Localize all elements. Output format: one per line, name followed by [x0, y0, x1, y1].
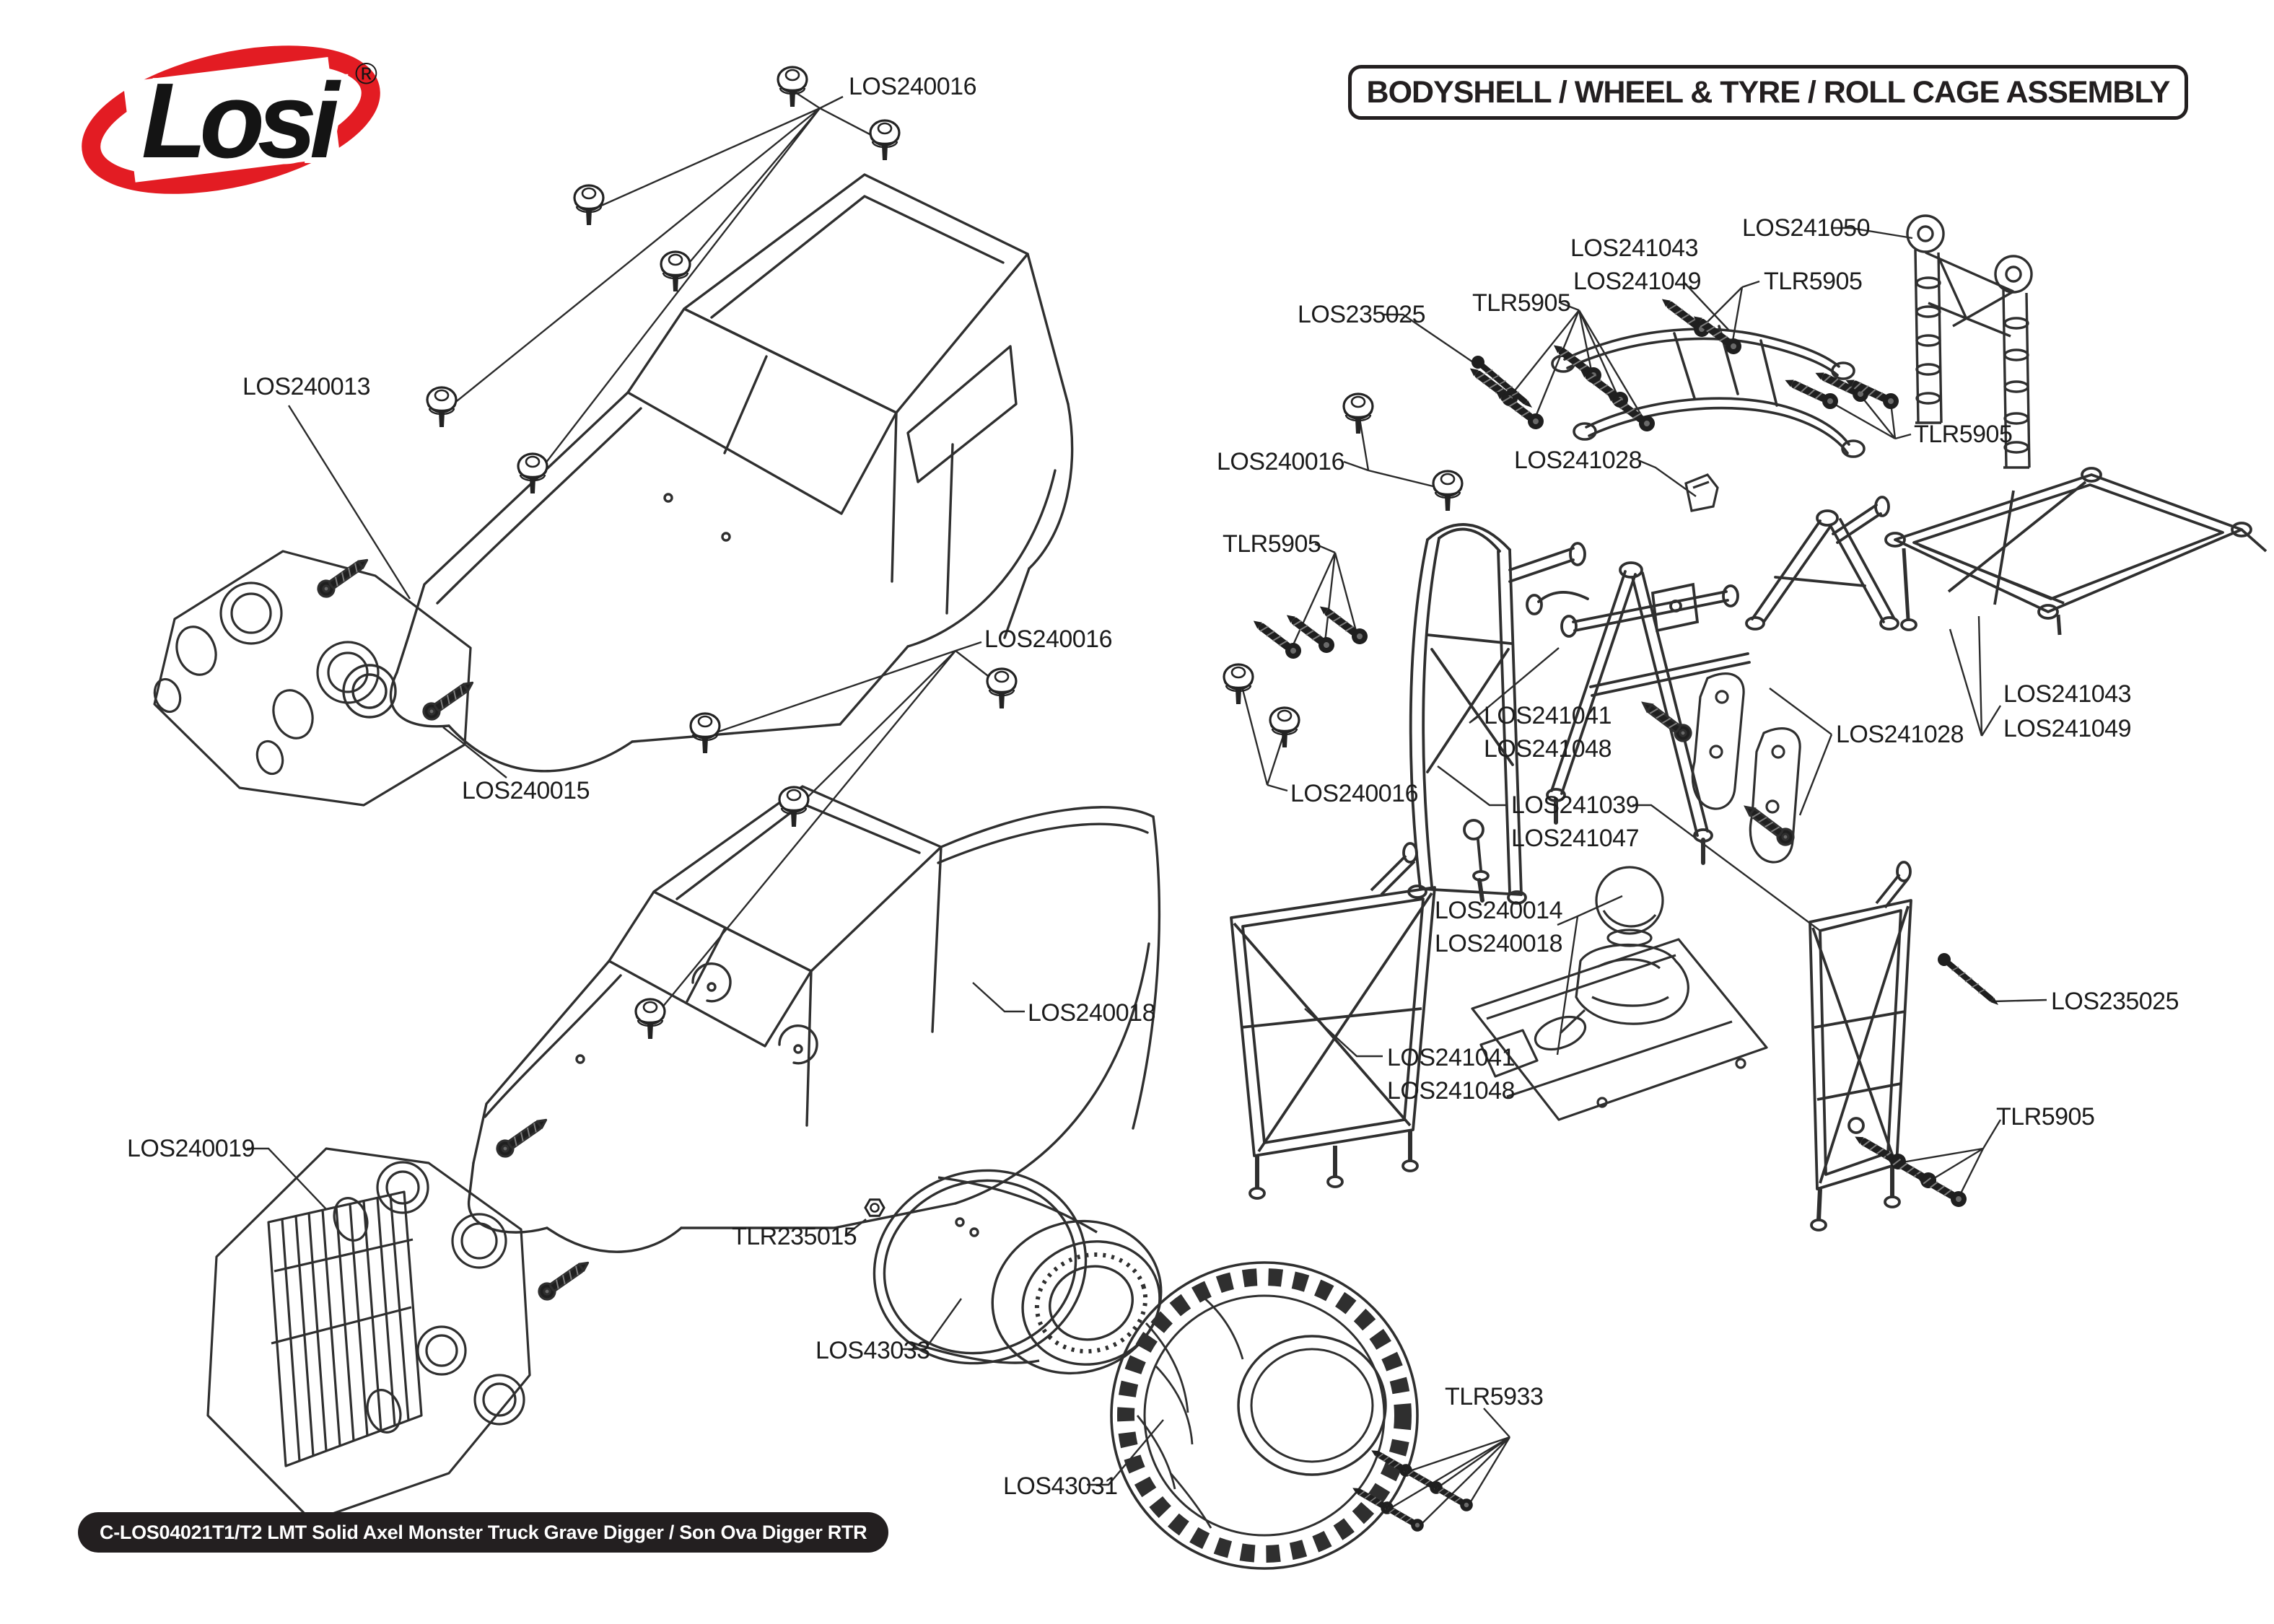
registered-mark: ® [355, 56, 377, 90]
part-label: LOS240013 [242, 373, 371, 400]
part-label: LOS235025 [2051, 988, 2179, 1015]
part-label: TLR235015 [732, 1223, 857, 1250]
part-label: LOS240015 [462, 777, 590, 804]
part-label: LOS241047 [1511, 825, 1640, 852]
rear-cage-left [1230, 842, 1436, 1200]
part-label: LOS241028 [1514, 447, 1643, 474]
bodyshell-cab-drawing [342, 173, 1074, 773]
part-label: LOS241049 [1573, 268, 1702, 295]
part-label: LOS241048 [1387, 1077, 1516, 1105]
part-label: LOS240016 [984, 626, 1113, 653]
part-label: LOS241039 [1511, 791, 1640, 819]
light-pod-plate-front [153, 550, 478, 807]
part-label: LOS241048 [1484, 735, 1612, 763]
leader-lines [247, 91, 2047, 1527]
part-label: LOS235025 [1298, 301, 1426, 328]
mount-brackets [1637, 672, 1801, 864]
part-label: LOS241041 [1484, 702, 1612, 729]
light-pod-plate-grille [206, 1112, 594, 1522]
roll-bar-stand [1526, 561, 1751, 865]
mount-clip-part [1684, 473, 1719, 512]
part-label: LOS43031 [1003, 1472, 1118, 1500]
kit-id-footer: C-LOS04021T1/T2 LMT Solid Axel Monster T… [78, 1512, 889, 1553]
part-label: TLR5905 [1223, 530, 1321, 558]
part-label: TLR5905 [1914, 421, 2013, 448]
part-label: LOS240018 [1435, 930, 1563, 957]
part-label: LOS241028 [1836, 721, 1964, 748]
rect-cage-screws [1780, 364, 1902, 413]
part-label: LOS240019 [127, 1135, 255, 1162]
part-label: LOS241041 [1387, 1044, 1516, 1071]
part-label: LOS241050 [1742, 214, 1871, 242]
part-label: TLR5905 [1472, 289, 1571, 317]
part-label: LOS241043 [2003, 680, 2132, 708]
part-label: LOS43033 [815, 1337, 930, 1364]
bodyshell-2-drawing [467, 785, 1160, 1253]
page-title: BODYSHELL / WHEEL & TYRE / ROLL CAGE ASS… [1348, 65, 2188, 120]
part-label: TLR5905 [1996, 1103, 2095, 1131]
tire-drawing [1110, 1261, 1419, 1570]
driver-cockpit [1471, 866, 1768, 1121]
a-frame-cage [1745, 496, 1899, 631]
part-label: LOS240016 [849, 73, 977, 100]
wheel-drawing [864, 1169, 1163, 1375]
part-label: LOS241043 [1570, 234, 1699, 262]
part-label: LOS240018 [1028, 999, 1156, 1027]
part-label: TLR5933 [1445, 1383, 1544, 1410]
part-label: TLR5905 [1764, 268, 1863, 295]
losi-logo-text: Losi [141, 61, 341, 180]
rear-cage-right [1809, 861, 1912, 1232]
part-label: LOS241049 [2003, 715, 2132, 742]
wheel-nut-drawing [864, 1198, 885, 1218]
front-cage [1407, 523, 1586, 905]
body-clips-1 [426, 66, 901, 495]
part-label: LOS240016 [1217, 448, 1345, 475]
part-label: LOS240014 [1435, 897, 1563, 924]
part-label: LOS240016 [1290, 780, 1419, 807]
body-mount-posts [1906, 214, 2033, 469]
losi-logo: Losi ® [82, 45, 380, 194]
rect-cage [1884, 467, 2268, 636]
